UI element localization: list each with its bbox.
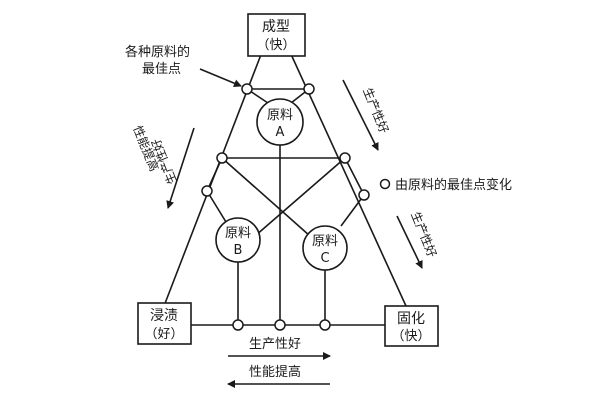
impregnation-node-line1: 浸渍 <box>150 308 178 324</box>
optimum-dot <box>201 185 213 197</box>
material-c-label: 原料 <box>312 234 338 249</box>
bottom-performance-text: 性能提高 <box>249 364 301 380</box>
optimum-dot <box>216 152 228 164</box>
right-upper-arrow <box>342 79 379 151</box>
right-lower-production-label: 生产性好 <box>408 210 439 260</box>
optimum-dot <box>232 319 244 331</box>
legend-text: 由原料的最佳点变化 <box>395 177 512 193</box>
molding-node-line1: 成型 <box>262 19 290 35</box>
optimum-dot <box>339 152 351 164</box>
link-right-upper <box>344 157 365 196</box>
curing-node-line2: （快） <box>391 329 430 344</box>
material-a-letter: A <box>276 125 285 140</box>
bottom-production-label: 生产性好 <box>228 337 331 360</box>
optimum-dot <box>303 83 315 95</box>
right-lower-arrow <box>396 215 423 269</box>
optimum-dot <box>319 319 331 331</box>
cross-line-1 <box>221 157 311 237</box>
material-b-letter: B <box>234 243 243 258</box>
right-lower-production-text: 生产性好 <box>408 210 439 260</box>
material-a-label: 原料 <box>267 108 293 123</box>
annotation-line2: 最佳点 <box>142 62 181 77</box>
material-b-label: 原料 <box>225 226 251 241</box>
right-upper-production-text: 生产性好 <box>360 86 391 136</box>
link-left-to-b <box>206 190 227 223</box>
right-upper-production-label: 生产性好 <box>360 86 391 136</box>
molding-node: 成型 （快） <box>247 13 306 57</box>
left-down-arrow <box>166 127 195 209</box>
impregnation-node: 浸渍 （好） <box>137 302 192 345</box>
optimum-dot <box>241 83 253 95</box>
curing-node: 固化 （快） <box>384 305 439 347</box>
molding-node-line2: （快） <box>256 38 295 53</box>
cross-line-2 <box>254 157 346 237</box>
annotation-arrow <box>199 68 242 88</box>
legend-dot <box>379 178 391 190</box>
material-a: 原料 A <box>256 98 304 146</box>
optimum-dot <box>358 189 370 201</box>
bottom-performance-label: 性能提高 <box>227 364 330 388</box>
material-c-letter: C <box>320 251 329 266</box>
material-b: 原料 B <box>215 217 261 263</box>
material-c: 原料 C <box>302 225 348 271</box>
legend: 由原料的最佳点变化 <box>379 177 512 193</box>
optimum-dot <box>274 319 286 331</box>
optimum-annotation: 各种原料的 最佳点 <box>125 44 242 88</box>
link-left-upper <box>206 157 223 192</box>
curing-node-line1: 固化 <box>397 311 425 327</box>
annotation-line1: 各种原料的 <box>125 44 190 60</box>
bottom-production-text: 生产性好 <box>249 337 301 352</box>
impregnation-node-line2: （好） <box>144 327 183 342</box>
link-right-to-c <box>340 194 365 227</box>
